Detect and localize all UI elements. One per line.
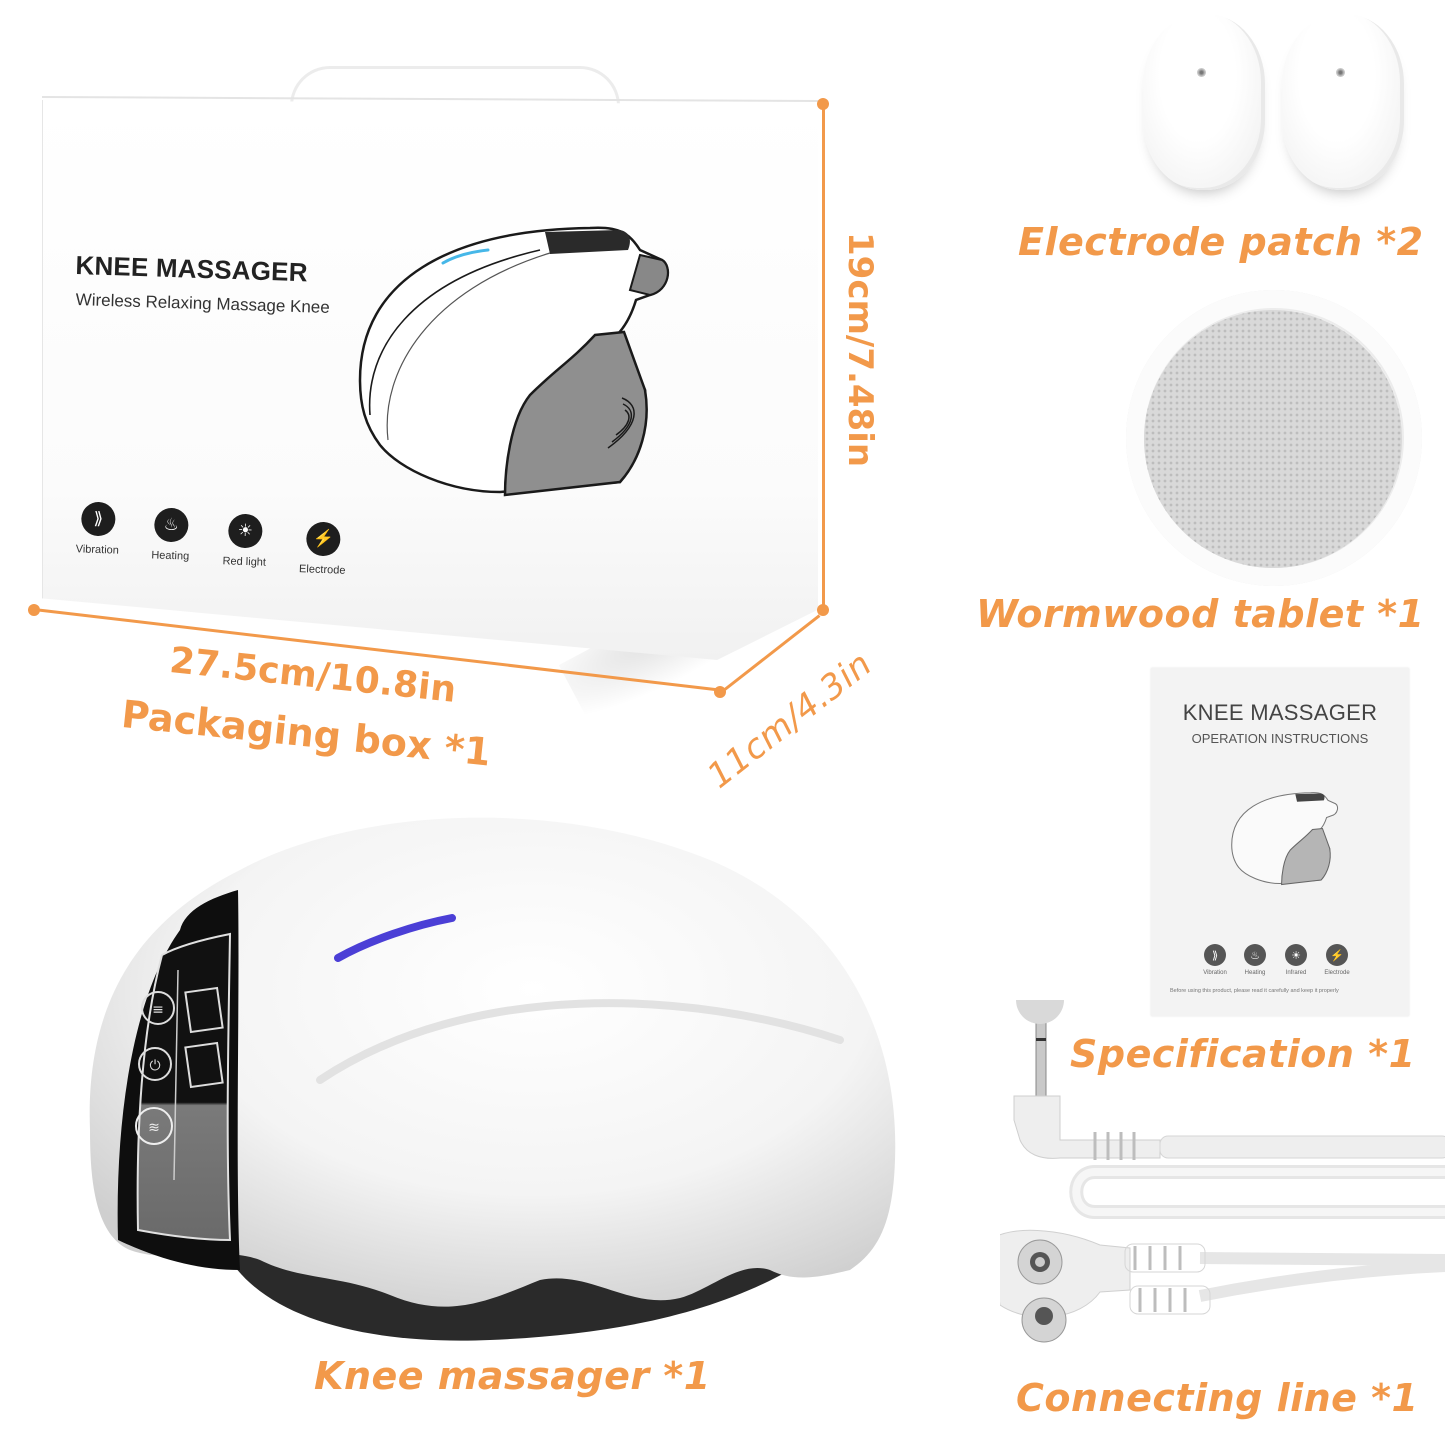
specification-caption: Specification *1 — [1070, 1032, 1416, 1076]
connecting-line-cable — [1000, 1000, 1445, 1343]
power-button-icon: ⏻ — [149, 1058, 160, 1074]
vibration-icon: ⟫ — [80, 501, 116, 537]
wormwood-tablet-caption: Wormwood tablet *1 — [976, 592, 1425, 636]
electrode-patch-caption: Electrode patch *2 — [1018, 220, 1424, 264]
electrode-icon: ⚡ — [305, 521, 341, 557]
electrode-icon: ⚡ — [1326, 944, 1348, 966]
patch-stud — [1336, 68, 1345, 77]
heat-button-icon: ≋ — [148, 1120, 160, 1136]
feature-label: Vibration — [1203, 970, 1227, 976]
box-feature-heating: ♨ Heating — [130, 507, 212, 564]
vibration-button-icon: ≡ — [152, 1002, 164, 1018]
knee-massager-device: ≡ ⏻ ≋ — [89, 817, 896, 1341]
electrode-patch — [1143, 14, 1265, 190]
manual-title: KNEE MASSAGER — [1182, 700, 1378, 725]
box-feature-vibration: ⟫ Vibration — [57, 501, 139, 558]
heating-icon: ♨ — [1244, 944, 1266, 966]
feature-label: Infrared — [1285, 970, 1307, 976]
box-feature-red-light: ☀ Red light — [204, 513, 286, 570]
manual-subtitle: OPERATION INSTRUCTIONS — [1191, 731, 1369, 746]
connecting-line-caption: Connecting line *1 — [1016, 1376, 1419, 1420]
electrode-patch — [1282, 14, 1404, 190]
manual-feature-heating: ♨ Heating — [1233, 944, 1277, 976]
manual-feature-vibration: ⟫ Vibration — [1193, 944, 1237, 976]
knee-massager-caption: Knee massager *1 — [314, 1354, 711, 1398]
heating-icon: ♨ — [153, 507, 189, 543]
wormwood-tablet-pad — [1144, 310, 1402, 568]
height-dimension-label: 19cm/7.48in — [840, 232, 880, 468]
box-massager-illustration — [358, 226, 670, 497]
manual-massager-illustration — [1231, 792, 1339, 886]
dimension-endpoint — [817, 98, 829, 110]
patch-stud — [1197, 68, 1206, 77]
dimension-endpoint — [28, 604, 40, 616]
dimension-endpoint — [817, 604, 829, 616]
manual-feature-electrode: ⚡ Electrode — [1315, 944, 1359, 976]
manual-note: Before using this product, please read i… — [1170, 988, 1339, 994]
height-dimension-line — [822, 104, 825, 610]
feature-label: Heating — [1244, 970, 1266, 976]
infrared-icon: ☀ — [1285, 944, 1307, 966]
manual-feature-infrared: ☀ Infrared — [1274, 944, 1318, 976]
box-feature-electrode: ⚡ Electrode — [282, 521, 364, 578]
vibration-icon: ⟫ — [1204, 944, 1226, 966]
red-light-icon: ☀ — [227, 513, 263, 549]
feature-label: Electrode — [1324, 970, 1350, 976]
depth-dimension-label: 11cm/4.3in — [700, 643, 880, 797]
